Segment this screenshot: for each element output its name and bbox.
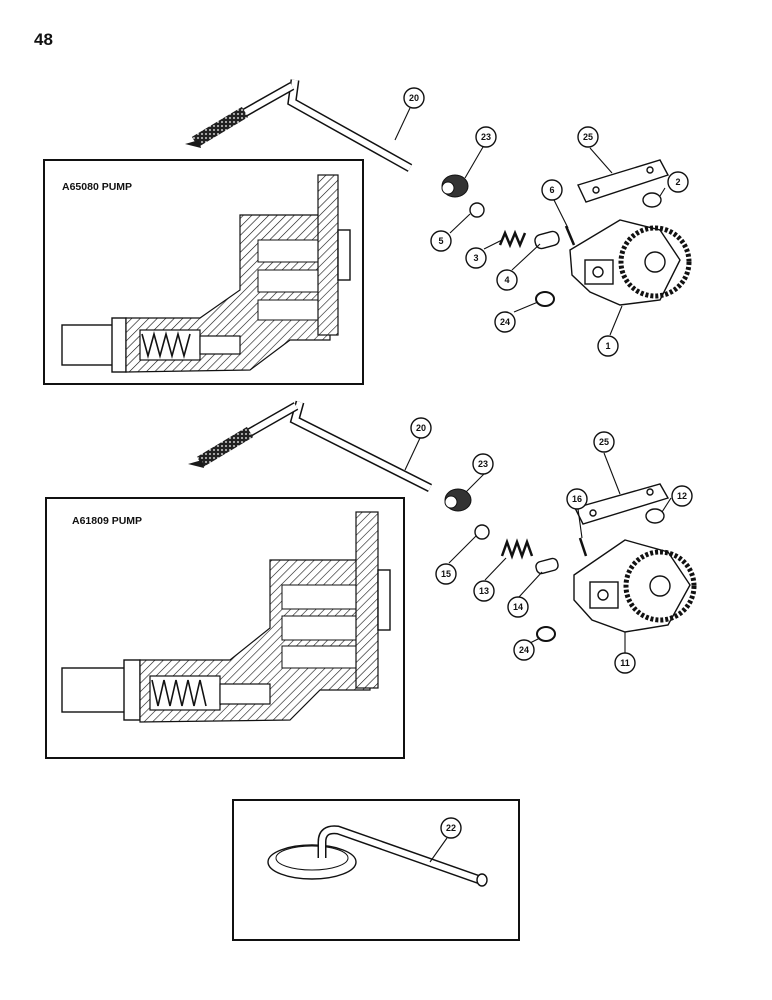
- callout-number: 1: [605, 341, 610, 351]
- a65080-panel-title: A65080 PUMP: [62, 181, 132, 193]
- callout-number: 12: [677, 491, 687, 501]
- callout-mid-25: 25: [593, 431, 615, 453]
- callout-mid-12: 12: [671, 485, 693, 507]
- callout-top-2: 2: [667, 171, 689, 193]
- a61809-cutaway-panel: A61809 PUMP: [45, 497, 405, 759]
- callout-top-24: 24: [494, 311, 516, 333]
- callout-top-5: 5: [430, 230, 452, 252]
- callout-mid-15: 15: [435, 563, 457, 585]
- callout-number: 6: [549, 185, 554, 195]
- callout-number: 20: [416, 423, 426, 433]
- callout-top-23: 23: [475, 126, 497, 148]
- dipstick-handle-panel: [232, 799, 520, 941]
- callout-number: 24: [519, 645, 529, 655]
- callout-top-25: 25: [577, 126, 599, 148]
- a61809-exploded-parts: [188, 400, 697, 642]
- callout-number: 16: [572, 494, 582, 504]
- callout-top-1: 1: [597, 335, 619, 357]
- callout-number: 13: [479, 586, 489, 596]
- page-number: 48: [34, 30, 53, 49]
- a61809-panel-title: A61809 PUMP: [72, 515, 142, 527]
- callout-mid-20: 20: [410, 417, 432, 439]
- callout-mid-11: 11: [614, 652, 636, 674]
- callout-number: 20: [409, 93, 419, 103]
- callout-markers: 20 23 25 2 6 5 3 4 24 1 20 23 25 12 16 1…: [403, 87, 693, 839]
- callout-top-4: 4: [496, 269, 518, 291]
- leader-lines: [394, 107, 672, 863]
- callout-top-6: 6: [541, 179, 563, 201]
- callout-top-20: 20: [403, 87, 425, 109]
- callout-top-3: 3: [465, 247, 487, 269]
- callout-bottom-22: 22: [440, 817, 462, 839]
- callout-number: 11: [620, 658, 630, 668]
- callout-number: 14: [513, 602, 523, 612]
- callout-number: 25: [583, 132, 593, 142]
- a65080-exploded-parts: [185, 79, 692, 307]
- callout-number: 23: [481, 132, 491, 142]
- callout-number: 2: [675, 177, 680, 187]
- callout-mid-23: 23: [472, 453, 494, 475]
- callout-number: 25: [599, 437, 609, 447]
- callout-mid-24: 24: [513, 639, 535, 661]
- callout-number: 5: [438, 236, 443, 246]
- callout-mid-16: 16: [566, 488, 588, 510]
- callout-number: 24: [500, 317, 510, 327]
- callout-mid-14: 14: [507, 596, 529, 618]
- callout-number: 23: [478, 459, 488, 469]
- callout-number: 4: [504, 275, 509, 285]
- callout-number: 3: [473, 253, 478, 263]
- callout-number: 22: [446, 823, 456, 833]
- a65080-cutaway-panel: A65080 PUMP: [43, 159, 364, 385]
- callout-mid-13: 13: [473, 580, 495, 602]
- callout-number: 15: [441, 569, 451, 579]
